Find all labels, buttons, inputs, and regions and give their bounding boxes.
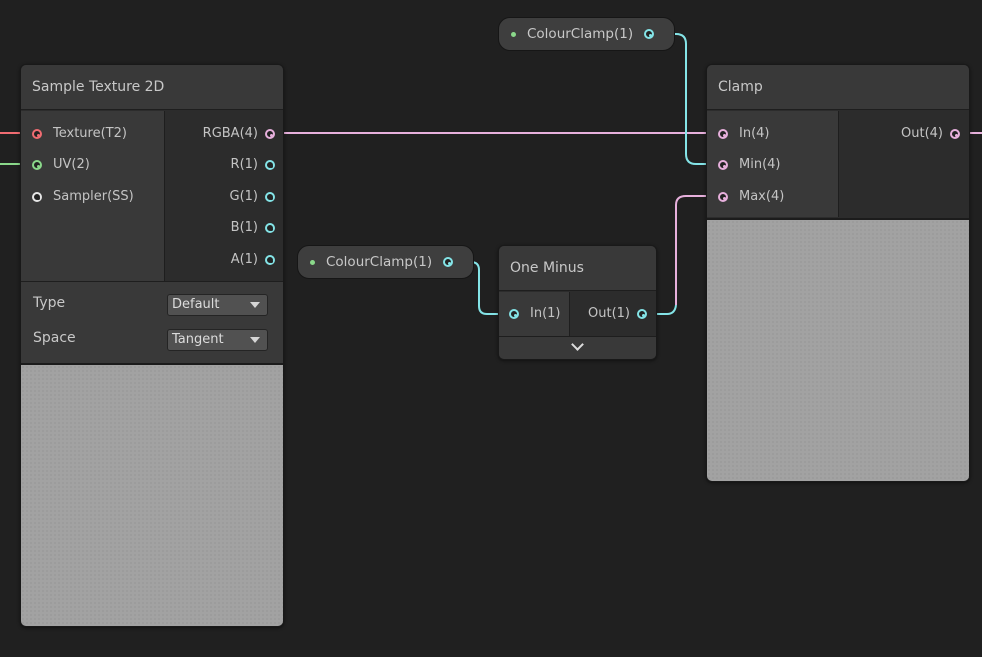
space-label: Space xyxy=(33,330,76,346)
port-label: B(1) xyxy=(230,220,258,235)
port-label: Min(4) xyxy=(739,157,781,172)
property-label: ColourClamp(1) xyxy=(326,254,433,270)
port-dot-icon[interactable] xyxy=(644,29,654,39)
input-ports: In(1) xyxy=(499,292,569,336)
dropdown-value: Default xyxy=(172,297,220,312)
port-dot-icon[interactable] xyxy=(265,255,275,265)
port-label: In(1) xyxy=(530,306,561,321)
dropdown-arrow-icon xyxy=(250,337,260,343)
port-label: G(1) xyxy=(229,189,259,204)
property-label: ColourClamp(1) xyxy=(527,26,634,42)
node-title[interactable]: Clamp xyxy=(707,65,969,110)
node-settings: Type Default Space Tangent xyxy=(21,281,283,364)
port-a[interactable]: A(1) xyxy=(231,250,275,270)
input-ports: Texture(T2) UV(2) Sampler(SS) xyxy=(21,111,164,281)
port-dot-icon[interactable] xyxy=(718,160,728,170)
expand-preview-button[interactable] xyxy=(499,336,656,359)
port-dot-icon[interactable] xyxy=(443,257,453,267)
port-label: In(4) xyxy=(739,126,770,141)
port-dot-icon[interactable] xyxy=(265,160,275,170)
port-label: Max(4) xyxy=(739,189,785,204)
port-label: Sampler(SS) xyxy=(53,189,134,204)
port-r[interactable]: R(1) xyxy=(231,155,275,175)
texture-preview xyxy=(21,363,283,626)
port-label: Texture(T2) xyxy=(53,126,127,141)
output-ports: Out(4) xyxy=(838,111,969,217)
colourclamp-property-mid[interactable]: ColourClamp(1) xyxy=(297,245,474,279)
output-ports: RGBA(4) R(1) G(1) B(1) A(1) xyxy=(164,111,283,281)
port-dot-icon[interactable] xyxy=(637,309,647,319)
port-dot-icon[interactable] xyxy=(718,192,728,202)
type-dropdown[interactable]: Default xyxy=(167,294,268,316)
port-dot-icon[interactable] xyxy=(32,129,42,139)
port-dot-icon[interactable] xyxy=(32,160,42,170)
port-label: UV(2) xyxy=(53,157,90,172)
port-dot-icon[interactable] xyxy=(265,192,275,202)
sample-texture-2d-node[interactable]: Sample Texture 2D Texture(T2) UV(2) Samp… xyxy=(20,64,284,627)
port-dot-icon[interactable] xyxy=(509,309,519,319)
dropdown-arrow-icon xyxy=(250,302,260,308)
clamp-node[interactable]: Clamp In(4) Min(4) Max(4) Out(4) xyxy=(706,64,970,482)
node-title[interactable]: Sample Texture 2D xyxy=(21,65,283,110)
port-out[interactable]: Out(4) xyxy=(901,124,960,144)
exposed-indicator-icon xyxy=(310,260,315,265)
output-ports: Out(1) xyxy=(569,292,656,336)
node-title[interactable]: One Minus xyxy=(499,246,656,291)
port-b[interactable]: B(1) xyxy=(231,218,275,238)
clamp-preview xyxy=(707,218,969,481)
type-label: Type xyxy=(33,295,66,311)
dropdown-value: Tangent xyxy=(172,332,224,347)
input-ports: In(4) Min(4) Max(4) xyxy=(707,111,838,217)
port-dot-icon[interactable] xyxy=(950,129,960,139)
port-label: A(1) xyxy=(230,252,258,267)
port-label: R(1) xyxy=(230,157,258,172)
port-label: RGBA(4) xyxy=(202,126,258,141)
colourclamp-property-top[interactable]: ColourClamp(1) xyxy=(498,17,675,51)
port-out[interactable]: Out(1) xyxy=(588,304,647,324)
port-dot-icon[interactable] xyxy=(265,129,275,139)
port-dot-icon[interactable] xyxy=(718,129,728,139)
port-dot-icon[interactable] xyxy=(265,223,275,233)
port-dot-icon[interactable] xyxy=(32,192,42,202)
port-label: Out(1) xyxy=(588,306,630,321)
space-dropdown[interactable]: Tangent xyxy=(167,329,268,351)
exposed-indicator-icon xyxy=(511,32,516,37)
port-g[interactable]: G(1) xyxy=(229,187,275,207)
one-minus-node[interactable]: One Minus In(1) Out(1) xyxy=(498,245,657,360)
chevron-down-icon xyxy=(570,338,584,351)
port-rgba[interactable]: RGBA(4) xyxy=(203,124,275,144)
port-label: Out(4) xyxy=(901,126,943,141)
